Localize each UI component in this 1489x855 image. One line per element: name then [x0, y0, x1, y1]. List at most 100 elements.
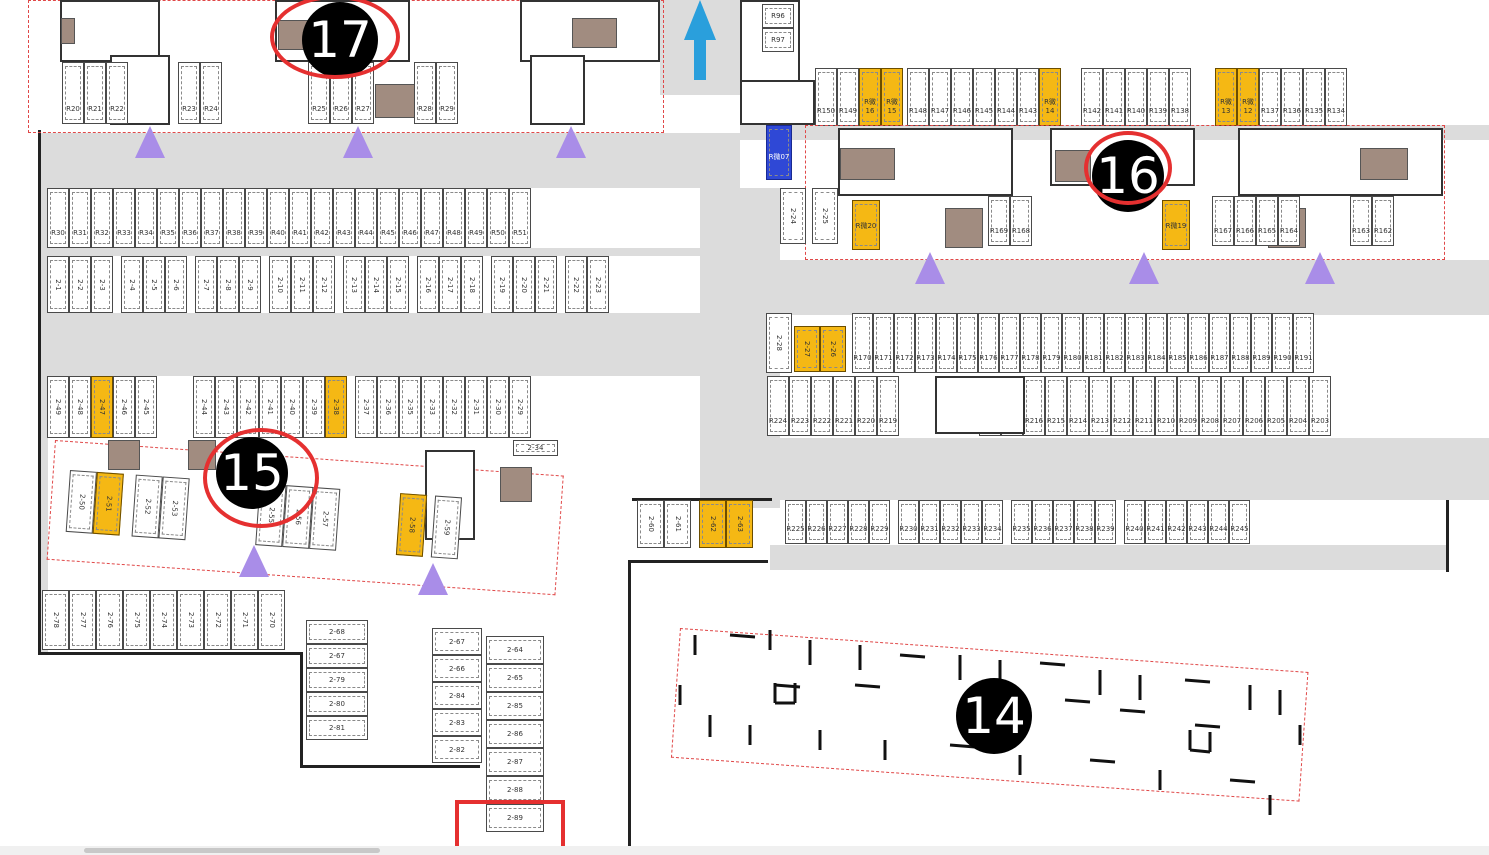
parking-space[interactable]: 2-42	[237, 376, 259, 438]
parking-space[interactable]: 2-11	[291, 256, 313, 313]
parking-space[interactable]: R163	[1350, 196, 1372, 246]
parking-space[interactable]: 2-1	[47, 256, 69, 313]
parking-space[interactable]: R209	[1177, 376, 1199, 436]
parking-space[interactable]: 2-64	[486, 636, 544, 664]
parking-space[interactable]: R223	[789, 376, 811, 436]
parking-space[interactable]: R216	[1023, 376, 1045, 436]
parking-space[interactable]: R213	[1089, 376, 1111, 436]
parking-space[interactable]: R165	[1256, 196, 1278, 246]
parking-space[interactable]: 2-3	[91, 256, 113, 313]
parking-space[interactable]: 2-65	[486, 664, 544, 692]
parking-space[interactable]: R241	[1145, 500, 1166, 544]
parking-space[interactable]: R145	[973, 68, 995, 126]
parking-space[interactable]: 2-43	[215, 376, 237, 438]
parking-space[interactable]: 2-12	[313, 256, 335, 313]
parking-space[interactable]: R139	[1147, 68, 1169, 126]
parking-space[interactable]: R47	[421, 188, 443, 248]
parking-space[interactable]: R167	[1212, 196, 1234, 246]
parking-space[interactable]: R186	[1188, 313, 1209, 373]
parking-space[interactable]: 2-84	[432, 682, 482, 709]
parking-space[interactable]: 2-60	[637, 500, 664, 548]
parking-space[interactable]: R229	[869, 500, 890, 544]
parking-space[interactable]: 2-39	[303, 376, 325, 438]
parking-space[interactable]: 2-41	[259, 376, 281, 438]
parking-space[interactable]: 2-16	[417, 256, 439, 313]
parking-space[interactable]: R225	[785, 500, 806, 544]
parking-space[interactable]: R230	[898, 500, 919, 544]
parking-space[interactable]: R233	[961, 500, 982, 544]
parking-space[interactable]: R微14	[1039, 68, 1061, 126]
parking-space[interactable]: 2-61	[664, 500, 691, 548]
parking-space[interactable]: R243	[1187, 500, 1208, 544]
parking-space[interactable]: 2-25	[812, 188, 838, 244]
parking-space[interactable]: 2-33	[421, 376, 443, 438]
parking-space[interactable]: R206	[1243, 376, 1265, 436]
parking-space[interactable]: R141	[1103, 68, 1125, 126]
parking-space[interactable]: R27	[352, 62, 374, 124]
parking-space[interactable]: R28	[414, 62, 436, 124]
parking-space[interactable]: 2-31	[465, 376, 487, 438]
parking-space[interactable]: 2-17	[439, 256, 461, 313]
parking-space[interactable]: R138	[1169, 68, 1191, 126]
parking-space[interactable]: 2-78	[42, 590, 69, 650]
parking-space[interactable]: R175	[957, 313, 978, 373]
parking-space[interactable]: R21	[84, 62, 106, 124]
parking-space[interactable]: R179	[1041, 313, 1062, 373]
parking-space[interactable]: 2-24	[780, 188, 806, 244]
parking-space[interactable]: R219	[877, 376, 899, 436]
parking-space[interactable]: R150	[815, 68, 837, 126]
parking-space[interactable]: R208	[1199, 376, 1221, 436]
parking-space[interactable]: R29	[436, 62, 458, 124]
parking-space[interactable]: R148	[907, 68, 929, 126]
parking-space[interactable]: 2-36	[377, 376, 399, 438]
parking-space[interactable]: R226	[806, 500, 827, 544]
parking-space[interactable]: R211	[1133, 376, 1155, 436]
parking-space[interactable]: 2-23	[587, 256, 609, 313]
parking-space[interactable]: 2-86	[486, 720, 544, 748]
parking-space[interactable]: 2-88	[486, 776, 544, 804]
parking-space[interactable]: 2-72	[204, 590, 231, 650]
parking-space[interactable]: R135	[1303, 68, 1325, 126]
parking-space[interactable]: R205	[1265, 376, 1287, 436]
space-r-micro-07[interactable]: R微07	[766, 125, 792, 180]
parking-space[interactable]: R221	[833, 376, 855, 436]
space-2-34[interactable]: 2-34	[513, 440, 558, 456]
parking-space[interactable]: 2-14	[365, 256, 387, 313]
parking-space[interactable]: R微16	[859, 68, 881, 126]
parking-space[interactable]: R147	[929, 68, 951, 126]
parking-space[interactable]: 2-75	[123, 590, 150, 650]
parking-space[interactable]: 2-49	[47, 376, 69, 438]
parking-space[interactable]: R24	[200, 62, 222, 124]
parking-space[interactable]: R184	[1146, 313, 1167, 373]
parking-space[interactable]: 2-18	[461, 256, 483, 313]
parking-space[interactable]: R185	[1167, 313, 1188, 373]
parking-space[interactable]: R31	[69, 188, 91, 248]
parking-space[interactable]: R微13	[1215, 68, 1237, 126]
parking-space[interactable]: R231	[919, 500, 940, 544]
parking-space[interactable]: R42	[311, 188, 333, 248]
parking-space[interactable]: 2-73	[177, 590, 204, 650]
parking-space[interactable]: 2-82	[432, 736, 482, 763]
parking-space[interactable]: R136	[1281, 68, 1303, 126]
parking-space[interactable]: R183	[1125, 313, 1146, 373]
parking-space[interactable]: 2-6	[165, 256, 187, 313]
parking-space[interactable]: R224	[767, 376, 789, 436]
parking-space[interactable]: R143	[1017, 68, 1039, 126]
parking-space[interactable]: R微12	[1237, 68, 1259, 126]
parking-space[interactable]: R170	[852, 313, 873, 373]
parking-space[interactable]: 2-67	[306, 644, 368, 668]
parking-space[interactable]: R234	[982, 500, 1003, 544]
scrollbar-thumb[interactable]	[84, 848, 380, 853]
parking-space[interactable]: 2-53	[158, 476, 190, 541]
parking-space[interactable]: R97	[762, 28, 794, 52]
parking-space[interactable]: 2-74	[150, 590, 177, 650]
parking-space[interactable]: R214	[1067, 376, 1089, 436]
parking-space[interactable]: R242	[1166, 500, 1187, 544]
parking-space[interactable]: R162	[1372, 196, 1394, 246]
parking-space[interactable]: R220	[855, 376, 877, 436]
parking-space[interactable]: R23	[178, 62, 200, 124]
parking-space[interactable]: 2-37	[355, 376, 377, 438]
parking-space[interactable]: 2-76	[96, 590, 123, 650]
parking-space[interactable]: 2-29	[509, 376, 531, 438]
parking-space[interactable]: 2-13	[343, 256, 365, 313]
